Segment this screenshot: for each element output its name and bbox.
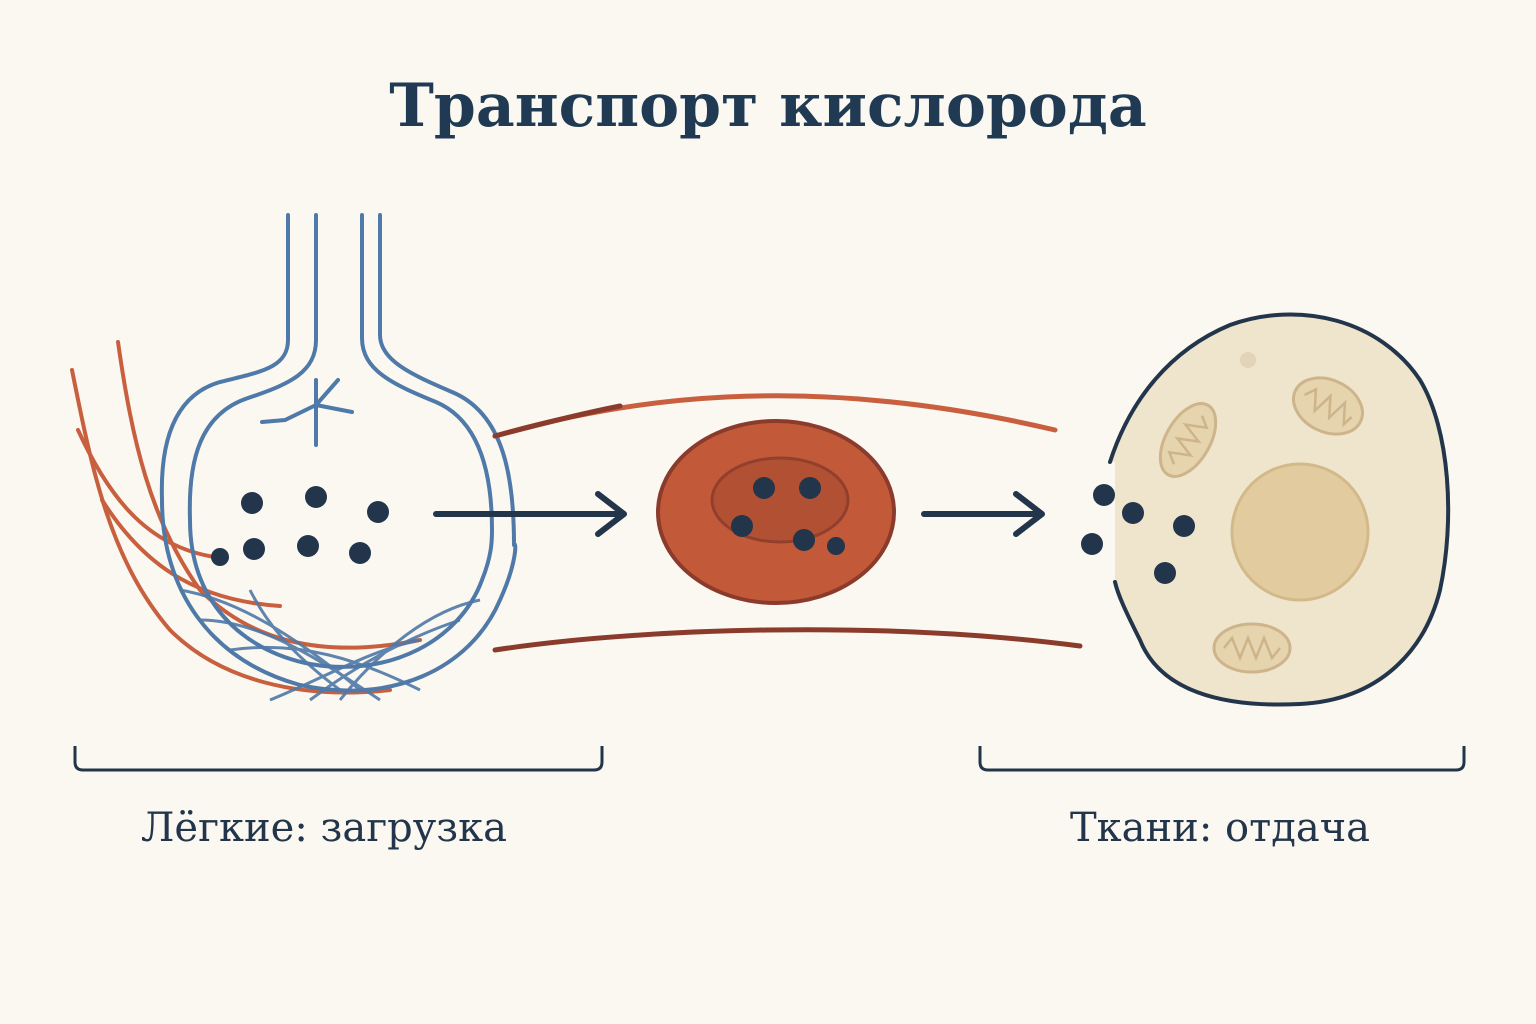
cell-vesicle [1240,352,1256,368]
oxygen-molecule-icon [349,542,371,564]
alveolus-oxygen-molecules [211,486,389,566]
oxygen-molecule-icon [211,548,229,566]
oxygen-molecule-icon [753,477,775,499]
oxygen-molecule-icon [241,492,263,514]
oxygen-molecule-icon [1122,502,1144,524]
oxygen-molecule-icon [731,515,753,537]
oxygen-molecule-icon [367,501,389,523]
lungs-label: Лёгкие: загрузка [141,805,507,851]
oxygen-molecule-icon [297,535,319,557]
alveolus-icon [70,213,518,702]
oxygen-molecule-icon [1093,484,1115,506]
mitochondrion-icon [1158,402,1218,478]
oxygen-molecule-icon [243,538,265,560]
mitochondrion-icon [1292,376,1364,436]
oxygen-molecule-icon [793,529,815,551]
arrow-right-icon [921,491,1045,537]
tissues-label: Ткани: отдача [1070,805,1370,851]
red-cell-oxygen-molecules [731,477,845,555]
lungs-bracket [73,746,604,772]
red-blood-cell-icon [656,419,896,605]
blood-vessel [492,393,1083,653]
oxygen-molecule-icon [1081,533,1103,555]
oxygen-molecule-icon [1154,562,1176,584]
oxygen-molecule-icon [1173,515,1195,537]
oxygen-molecule-icon [799,477,821,499]
oxygen-molecule-icon [305,486,327,508]
released-oxygen-molecules [1081,484,1195,584]
arrow-right-icon [433,491,627,537]
page-title: Транспорт кислорода [389,71,1146,141]
oxygen-molecule-icon [827,537,845,555]
tissue-cell-icon [1108,312,1451,707]
mitochondrion-icon [1212,622,1292,674]
tissues-bracket [978,746,1466,772]
nucleus [1230,462,1370,602]
